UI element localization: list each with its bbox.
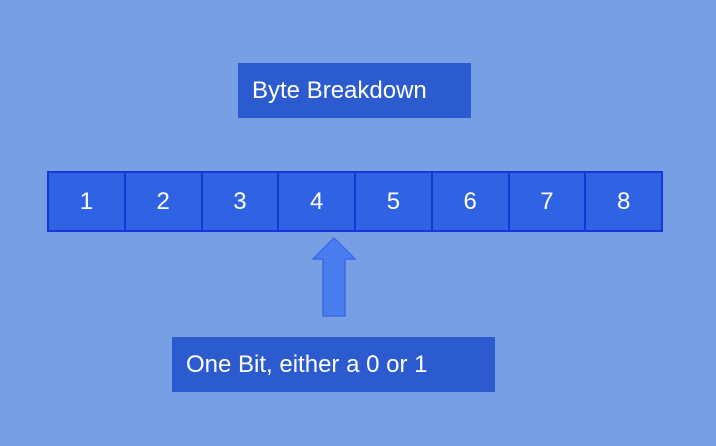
bit-cell-5: 5 (356, 173, 433, 230)
bit-cell-7: 7 (510, 173, 587, 230)
bit-caption: One Bit, either a 0 or 1 (172, 337, 495, 392)
byte-row: 1 2 3 4 5 6 7 8 (47, 171, 663, 232)
bit-cell-6: 6 (433, 173, 510, 230)
bit-cell-1: 1 (49, 173, 126, 230)
bit-cell-4: 4 (279, 173, 356, 230)
up-arrow-icon (311, 237, 357, 317)
bit-cell-8: 8 (616, 187, 631, 215)
diagram-title: Byte Breakdown (238, 63, 471, 118)
bit-cell-2: 2 (126, 173, 203, 230)
bit-cell-3: 3 (203, 173, 280, 230)
